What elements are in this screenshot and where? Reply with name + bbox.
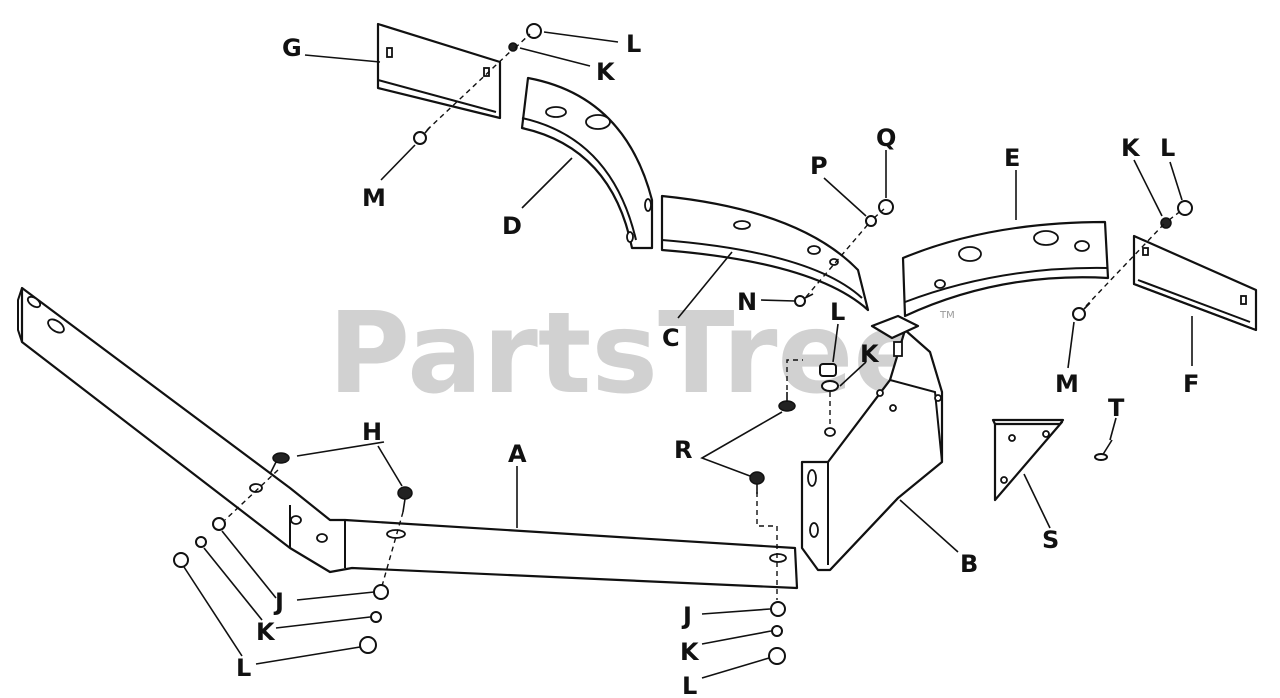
nut-l-middle-icon (359, 636, 377, 654)
washer-p-icon (865, 215, 877, 227)
part-b-corner-bracket (800, 314, 944, 572)
bolt-r-upper-icon (778, 392, 796, 412)
callout-b: B (960, 550, 978, 578)
hardware (173, 23, 1193, 665)
callout-r: R (674, 436, 692, 464)
callout-t: T (1108, 394, 1125, 422)
assembly-dashed-lines (224, 33, 1183, 600)
part-d-curved-side-shield (520, 76, 654, 250)
callout-f: F (1183, 370, 1199, 398)
callout-s: S (1042, 526, 1059, 554)
callout-k-top: K (596, 58, 616, 86)
part-g-end-plate (376, 22, 502, 120)
callout-p: P (810, 152, 828, 180)
bolt-h-right-icon (397, 486, 413, 513)
callout-g: G (282, 34, 302, 62)
bolt-h-left-icon (269, 452, 290, 475)
part-f-end-plate (1132, 234, 1258, 332)
callout-l-center: L (830, 298, 845, 326)
callout-l-right-lower: L (682, 672, 697, 698)
callout-k-left: K (256, 618, 276, 646)
callout-k-right-lower: K (680, 638, 700, 666)
nut-l-right-lower-icon (768, 647, 786, 665)
washer-j-middle-icon (373, 584, 389, 600)
callout-n: N (737, 288, 757, 316)
watermark-trademark: TM (939, 310, 955, 321)
callout-leaders (183, 31, 1193, 679)
callout-k-right: K (1121, 134, 1141, 162)
nut-l-left-icon (173, 552, 189, 568)
callout-m-right: M (1055, 370, 1079, 398)
callout-c: C (662, 324, 680, 352)
callout-l-top: L (626, 30, 641, 58)
callout-l-right: L (1160, 134, 1175, 162)
washer-j-right-icon (770, 601, 786, 617)
nut-l-top-icon (526, 23, 542, 39)
callout-l-left: L (236, 654, 251, 682)
bolt-n-icon (794, 293, 814, 307)
callout-e: E (1004, 144, 1020, 172)
partstree-watermark: PartsTree (328, 289, 929, 419)
part-c-curved-shield (660, 194, 870, 312)
lockwasher-k-right-lower-icon (771, 625, 783, 637)
part-a-rear-panel (17, 286, 799, 590)
part-s-gusset-plate (991, 418, 1065, 502)
callout-q: Q (876, 124, 896, 152)
nut-l-right-icon (1177, 200, 1193, 216)
bolt-m-right-icon (1072, 302, 1091, 321)
callout-j-left: J (273, 588, 284, 616)
callout-h-left: H (362, 418, 382, 446)
lockwasher-k-middle-icon (370, 611, 382, 623)
callout-labels: G L K M D P Q E K L N C L K M F H A R T … (236, 30, 1199, 698)
callout-j-right: J (681, 602, 692, 630)
callout-k-center: K (860, 340, 880, 368)
nut-l-center-icon (819, 363, 837, 377)
lockwasher-k-left-icon (195, 536, 207, 548)
callout-m-left: M (362, 184, 386, 212)
lockwasher-k-center-icon (821, 380, 839, 392)
bolt-r-lower-icon (749, 471, 765, 494)
part-e-curved-shield (901, 220, 1110, 318)
pin-t-icon (1094, 439, 1113, 461)
washer-j-left-icon (212, 517, 226, 531)
callout-d: D (502, 212, 522, 240)
callout-a: A (508, 440, 527, 468)
